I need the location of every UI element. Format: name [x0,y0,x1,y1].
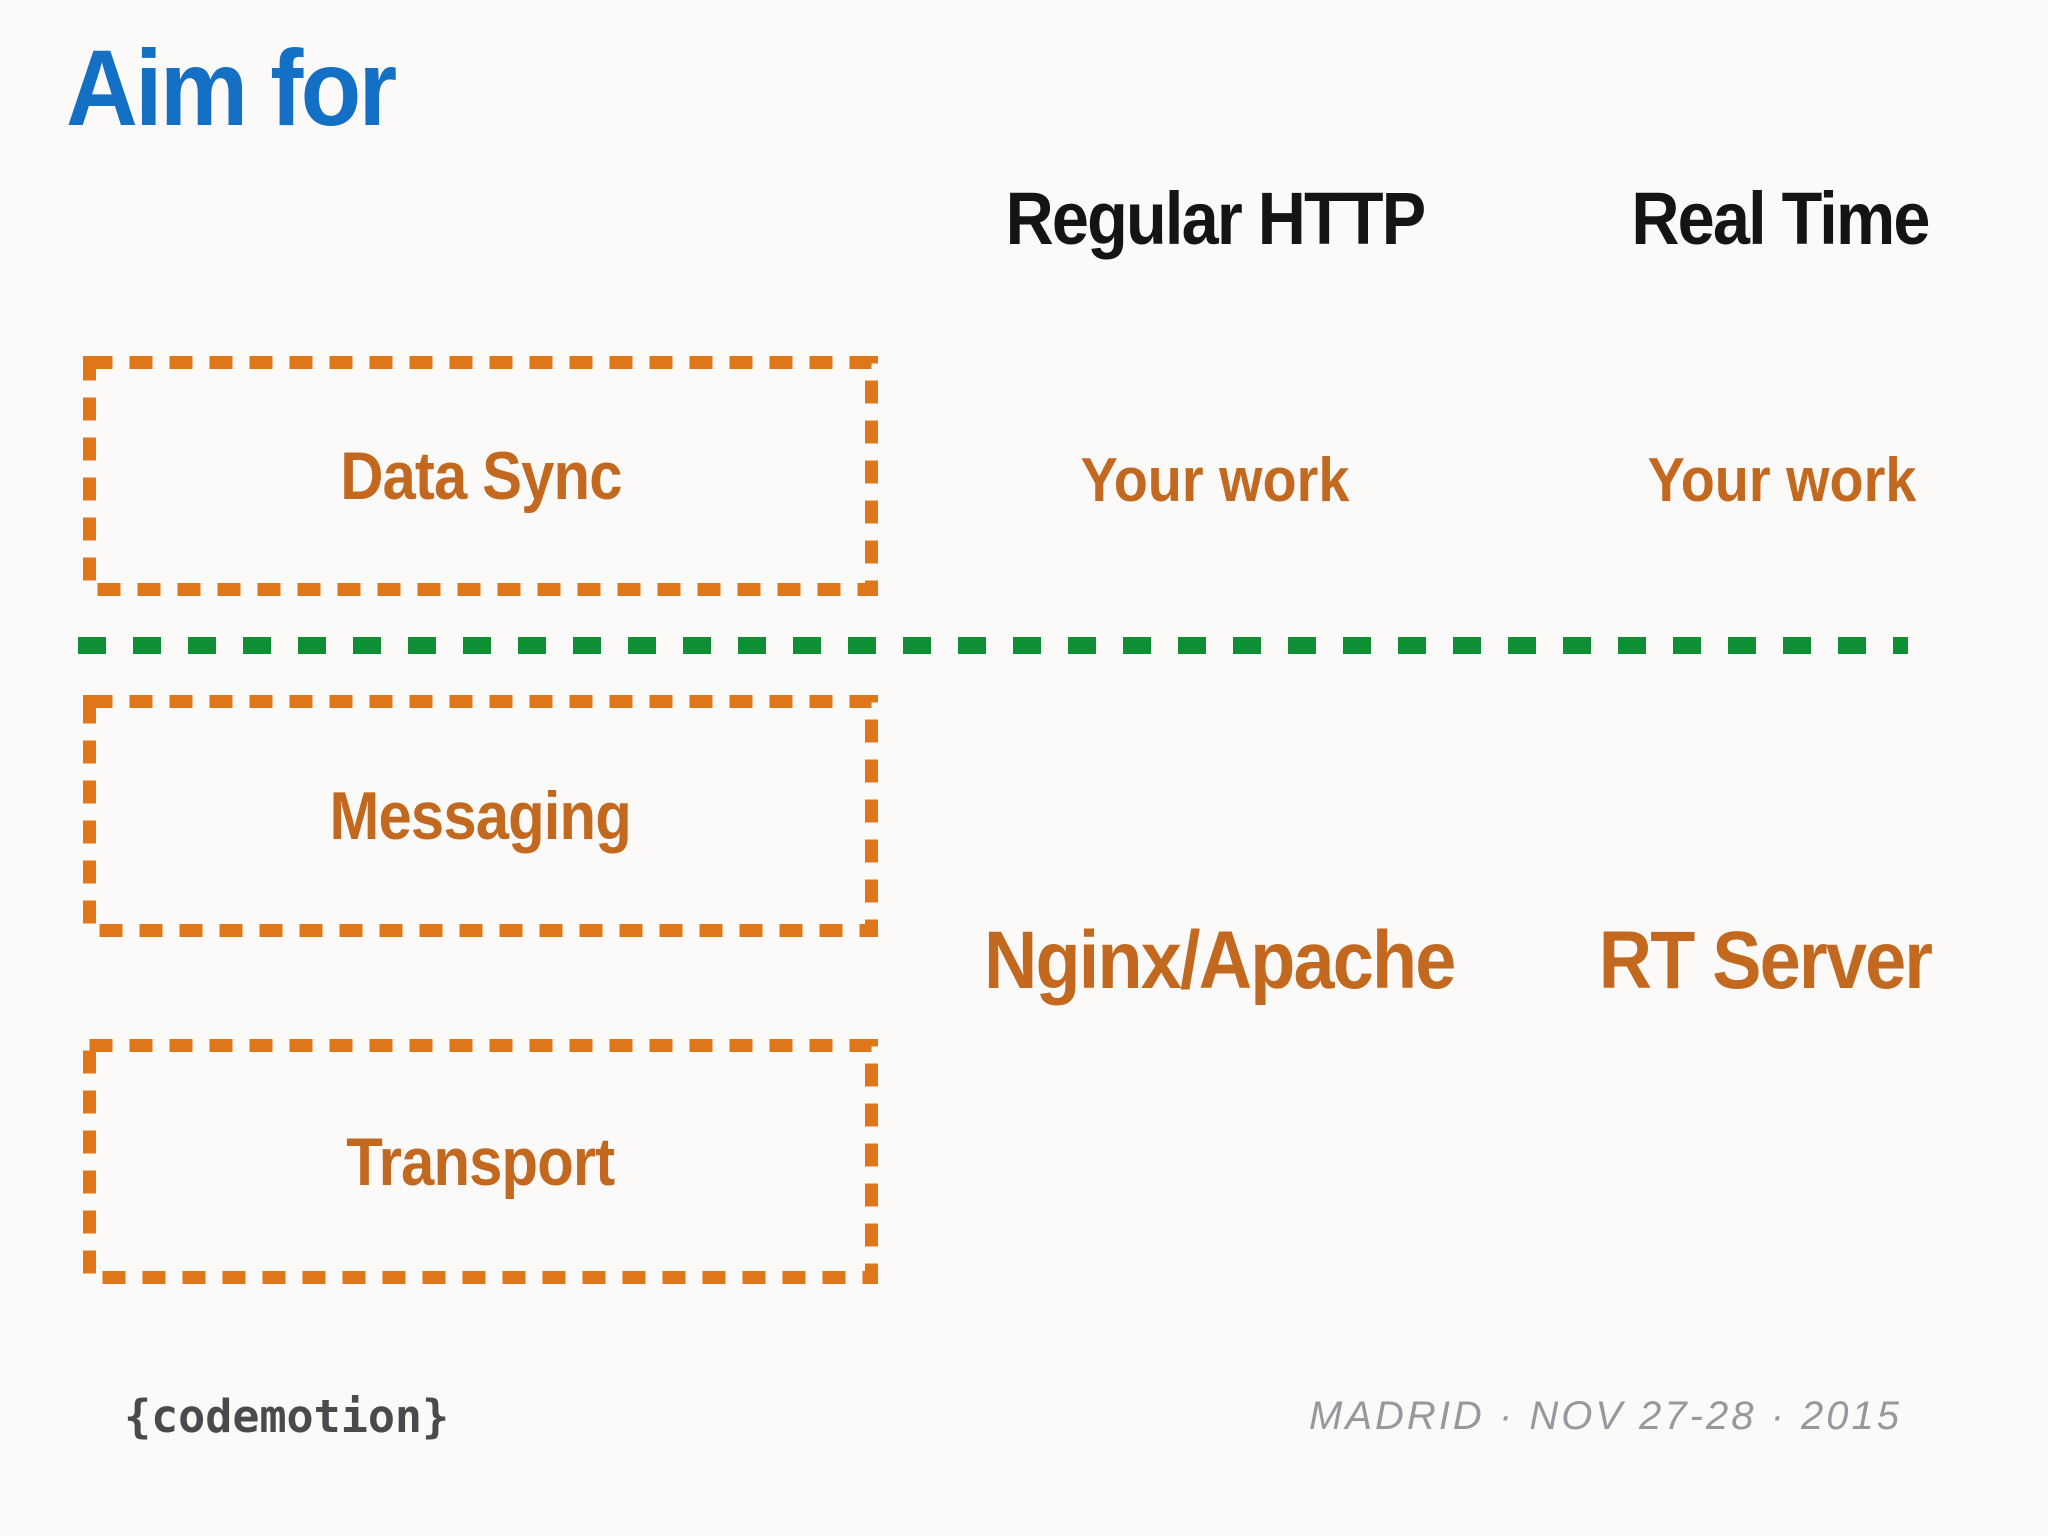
box-label-data-sync: Data Sync [339,438,622,514]
cell-data-sync-real-time: Your work [1647,446,1917,515]
column-header-real-time: Real Time [1631,177,1930,260]
divider-green-dashed-line [78,637,1908,654]
cell-server-real-time: RT Server [1598,915,1933,1006]
messaging-dashed-border [83,695,878,937]
box-data-sync: Data Sync [83,356,878,596]
slide-title: Aim for [66,27,397,148]
box-messaging: Messaging [83,695,878,937]
box-label-transport: Transport [346,1123,615,1200]
codemotion-logo: {codemotion} [124,1390,450,1443]
column-header-regular-http: Regular HTTP [1005,177,1427,260]
event-footer-text: MADRID · NOV 27-28 · 2015 [1309,1394,1902,1438]
transport-dashed-border [83,1039,878,1284]
cell-server-regular-http: Nginx/Apache [984,915,1456,1006]
data-sync-dashed-border [83,356,878,596]
cell-data-sync-regular-http: Your work [1080,446,1350,515]
box-transport: Transport [83,1039,878,1284]
box-label-messaging: Messaging [329,778,632,854]
